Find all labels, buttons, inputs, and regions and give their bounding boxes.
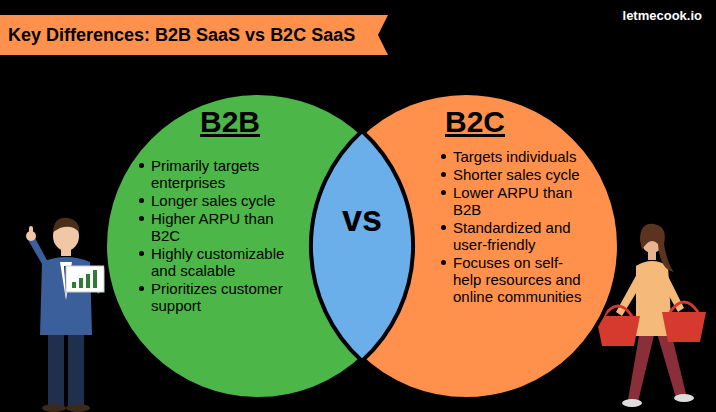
title-text: Key Differences: B2B SaaS vs B2C SaaS [8,25,355,46]
bullet-list: Targets individualsShorter sales cycleLo… [439,148,589,306]
bullet-item: Standardized and user-friendly [439,219,589,253]
bullet-item: Highly customizable and scalable [137,245,305,279]
businessman-figure [26,218,104,412]
bullet-item: Prioritizes customer support [137,280,305,314]
title-banner [0,15,388,55]
circle-heading: B2B [200,105,260,139]
circle-heading: B2C [445,105,505,139]
bullet-item: Lower ARPU than B2B [439,184,589,218]
bullet-item: Primarily targets enterprises [137,157,305,191]
overlap-lens: vs [311,91,413,401]
bullet-item: Focuses on self-help resources and onlin… [439,254,589,305]
watermark-label: letmecook.io [623,8,702,23]
bullet-item: Targets individuals [439,148,589,165]
bullet-item: Higher ARPU than B2C [137,210,305,244]
bullet-item: Shorter sales cycle [439,166,589,183]
vs-text: vs [342,198,382,240]
bullet-list: Primarily targets enterprisesLonger sale… [137,157,305,315]
bullet-item: Longer sales cycle [137,192,305,209]
shape-outline [311,91,413,401]
